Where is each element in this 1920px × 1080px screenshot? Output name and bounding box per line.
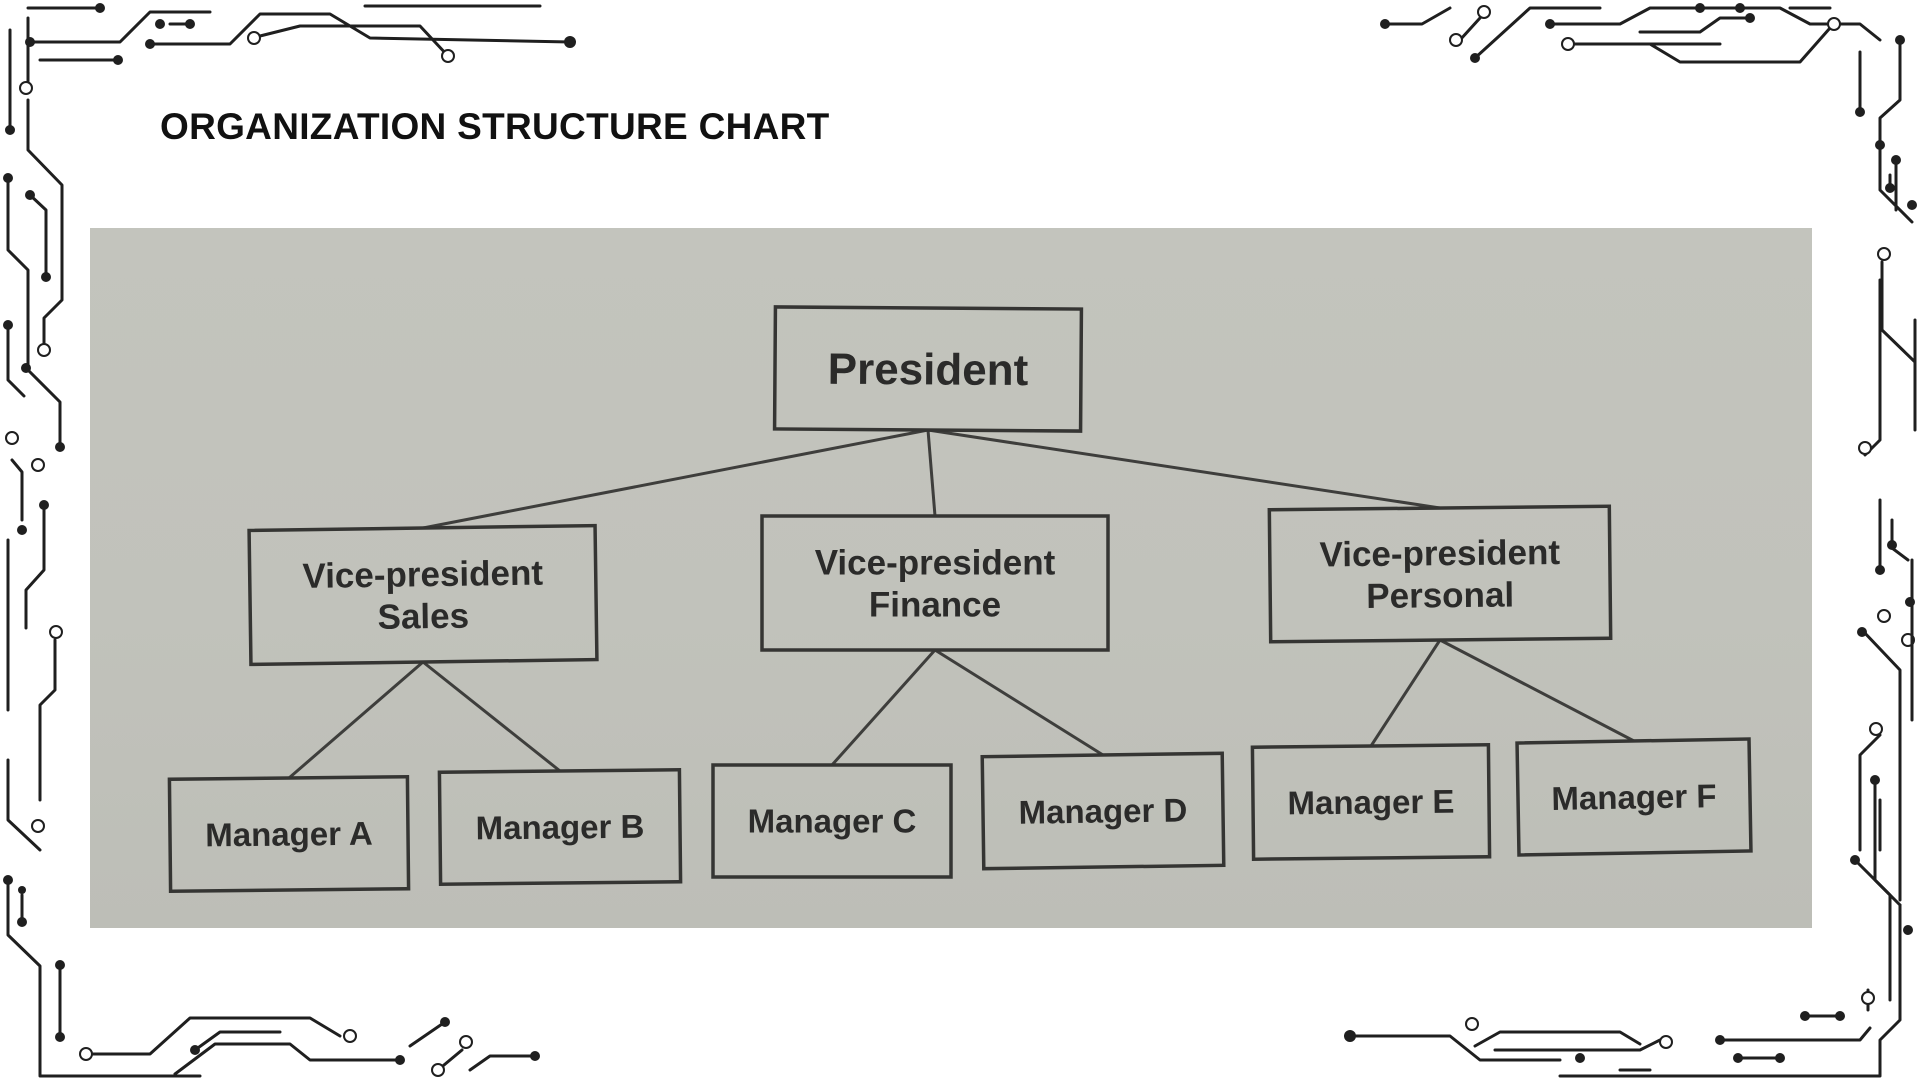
org-node-label: Manager F — [1551, 777, 1717, 817]
circuit-trace-top-left — [3, 3, 576, 852]
org-node-president: President — [772, 305, 1084, 433]
org-node-manager-b: Manager B — [437, 767, 683, 887]
org-node-box — [247, 523, 599, 667]
page-title: ORGANIZATION STRUCTURE CHART — [160, 106, 830, 147]
connector-vp-finance-to-manager-d — [934, 648, 1104, 757]
connector-president-to-vp-personal — [927, 428, 1441, 510]
circuit-trace-bottom-right — [1344, 722, 1913, 1078]
org-node-manager-c: Manager C — [711, 763, 953, 879]
org-node-box — [980, 751, 1226, 871]
connector-vp-sales-to-manager-a — [288, 660, 424, 780]
connector-vp-personal-to-manager-e — [1369, 639, 1442, 747]
org-node-box — [711, 763, 953, 879]
org-node-box — [437, 767, 683, 887]
org-chart-connectors — [288, 428, 1635, 780]
org-node-box — [1267, 504, 1613, 644]
connector-vp-personal-to-manager-f — [1439, 638, 1635, 743]
org-chart: PresidentVice-presidentSalesVice-preside… — [167, 305, 1753, 894]
org-node-label: Vice-president — [1319, 533, 1560, 575]
org-chart-nodes: PresidentVice-presidentSalesVice-preside… — [167, 305, 1753, 894]
org-node-label: Vice-president — [302, 554, 543, 596]
org-node-manager-a: Manager A — [167, 774, 411, 894]
connector-vp-sales-to-manager-b — [422, 660, 561, 773]
org-node-label: Manager B — [475, 808, 644, 847]
connector-president-to-vp-sales — [422, 428, 929, 530]
connector-president-to-vp-finance — [926, 429, 937, 517]
org-node-box — [772, 305, 1084, 433]
circuit-trace-top-right — [1380, 3, 1917, 902]
org-node-manager-e: Manager E — [1250, 742, 1492, 862]
connector-vp-finance-to-manager-c — [830, 648, 937, 767]
org-node-label: Vice-president — [815, 543, 1056, 582]
org-node-label: Manager A — [205, 815, 373, 854]
org-node-box — [1250, 742, 1492, 862]
org-node-label: Sales — [377, 597, 469, 637]
org-node-label: Personal — [1366, 575, 1514, 616]
org-node-box — [167, 774, 411, 894]
org-node-box — [1515, 737, 1753, 857]
org-node-label: Manager C — [748, 803, 917, 840]
org-node-label: Manager E — [1287, 783, 1454, 822]
org-node-manager-d: Manager D — [980, 751, 1226, 871]
org-node-label: President — [828, 345, 1029, 395]
org-node-box — [760, 514, 1110, 652]
org-node-manager-f: Manager F — [1515, 737, 1753, 857]
org-node-label: Finance — [869, 585, 1001, 624]
circuit-trace-bottom-left — [3, 875, 540, 1078]
org-node-label: Manager D — [1018, 791, 1187, 830]
